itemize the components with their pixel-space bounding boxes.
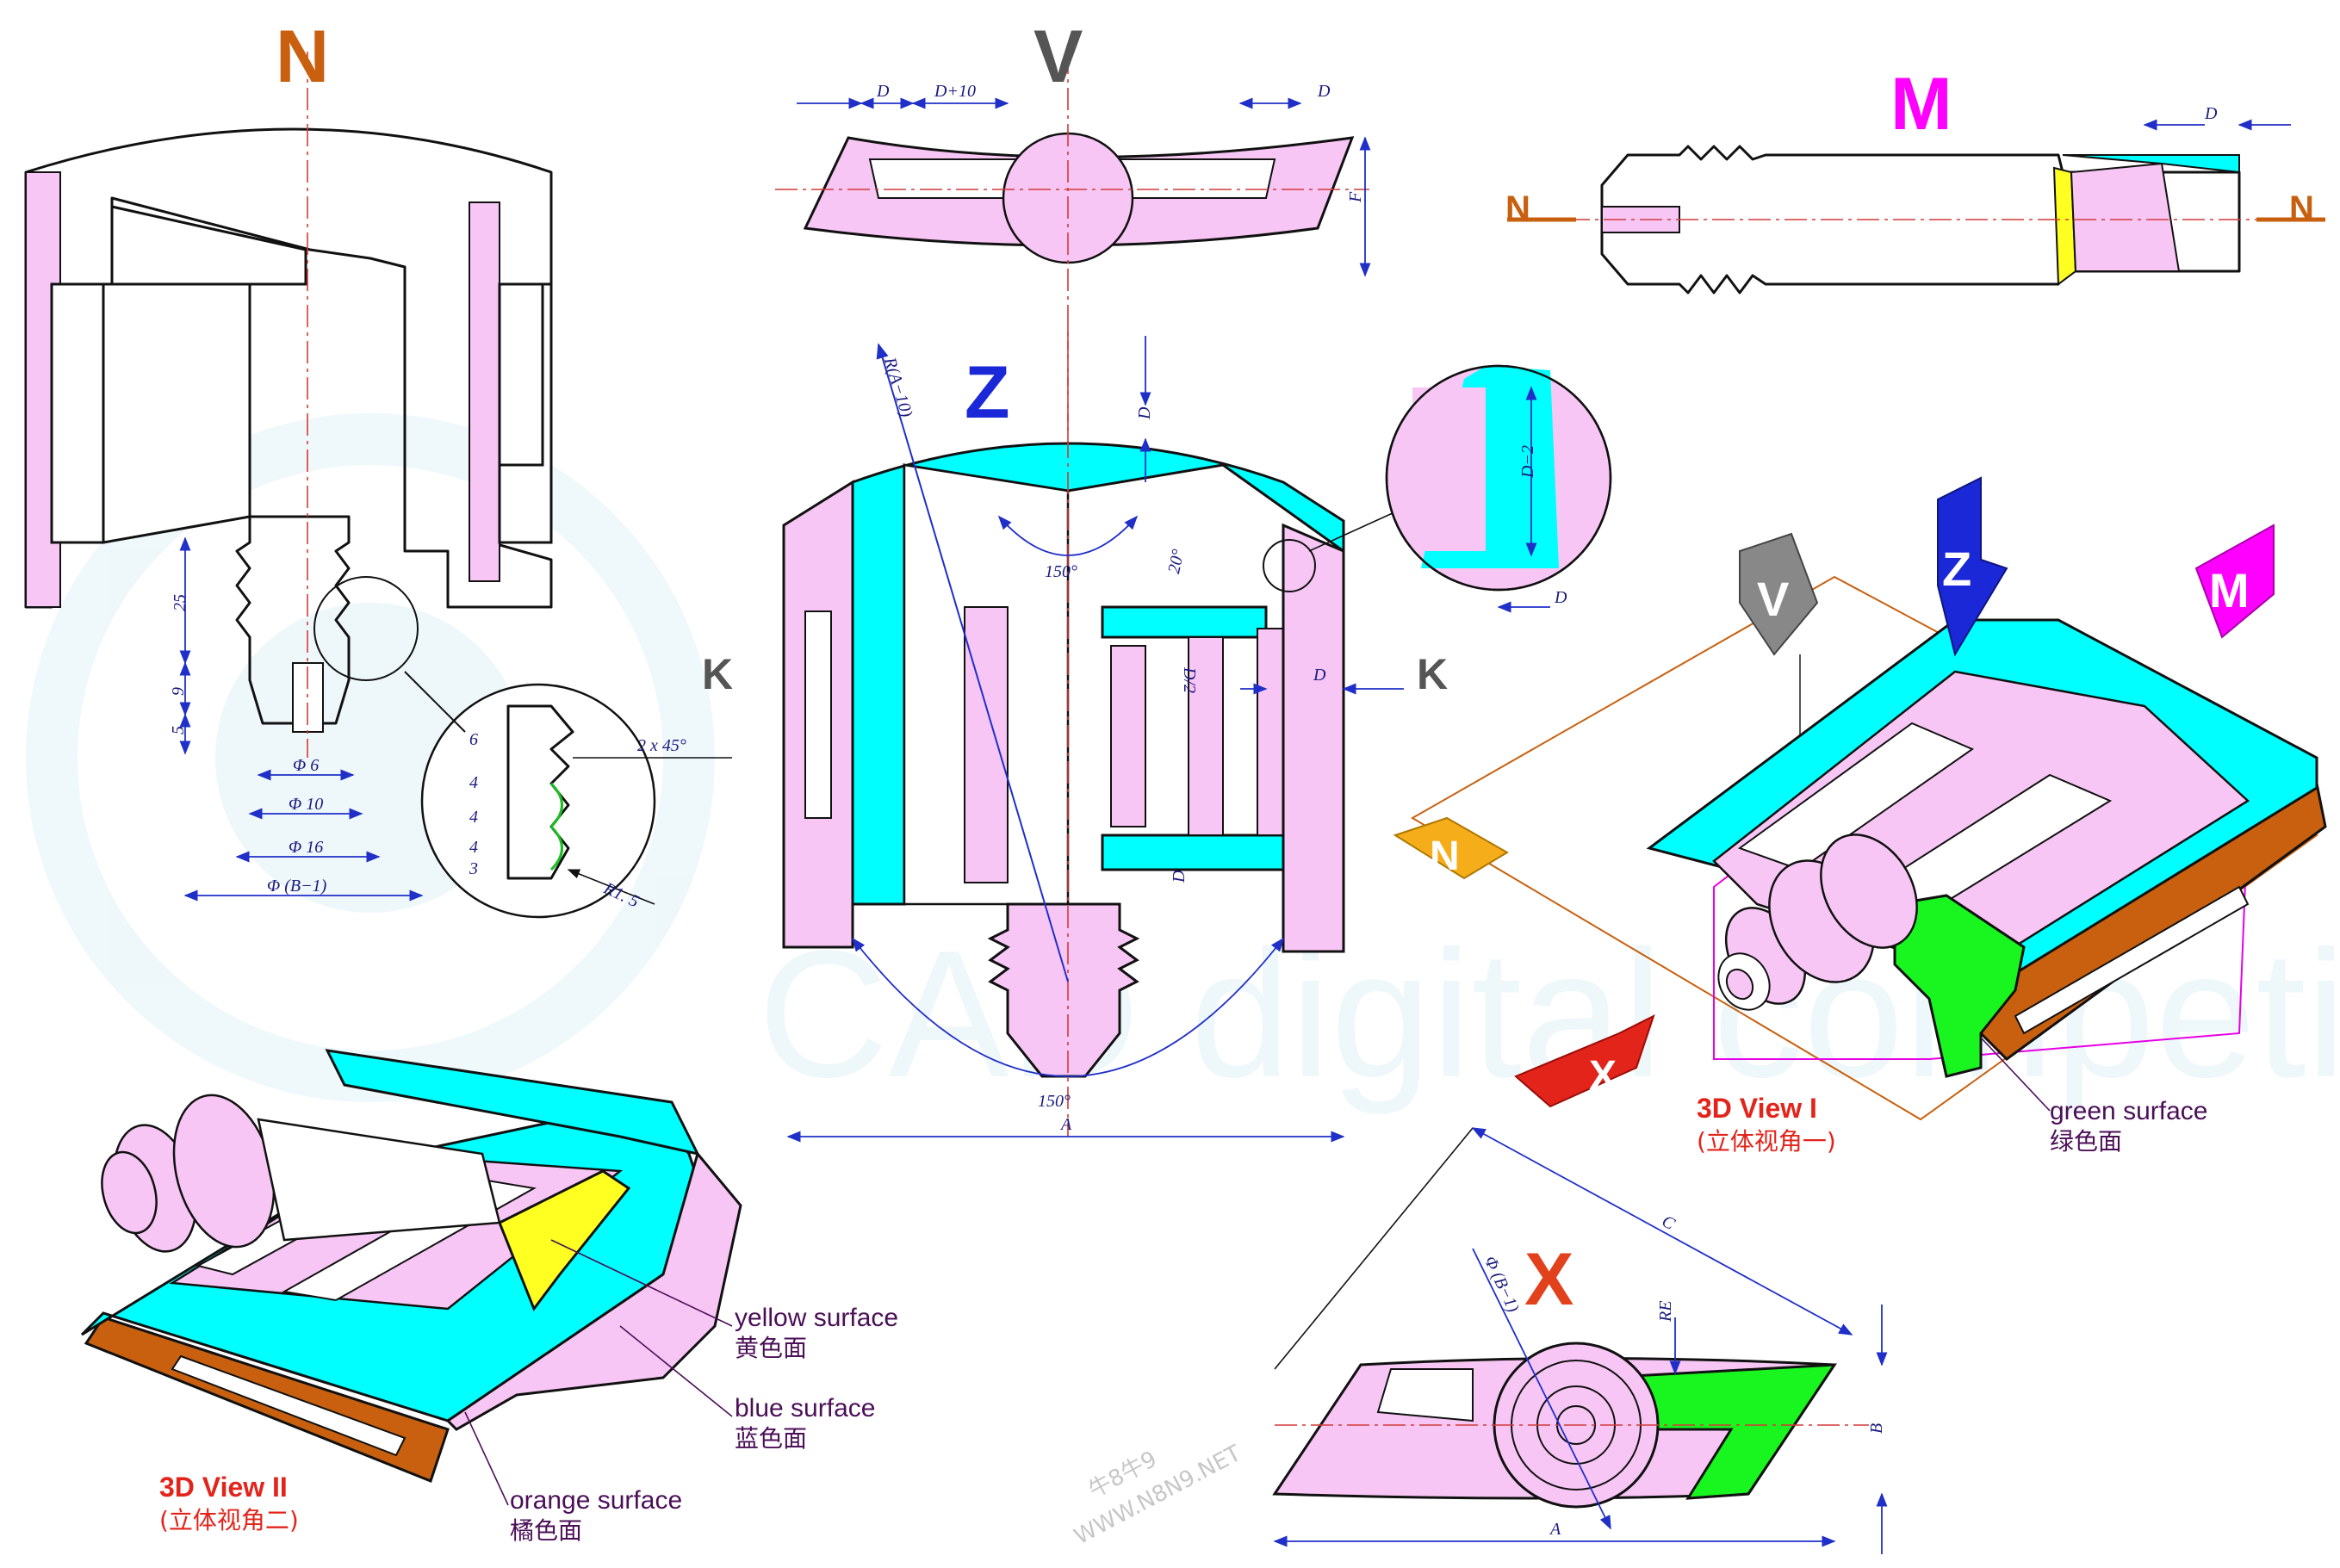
dim-x-dia: Φ (B−1): [1480, 1253, 1523, 1315]
dim-dia-6: Φ 6: [293, 756, 319, 775]
dim-z-d2: D/2: [1180, 666, 1199, 693]
view-v-section: V D D+10 D F: [775, 15, 1371, 482]
caption-blue: blue surface: [735, 1394, 875, 1422]
dim-v-d2: D: [1317, 82, 1331, 101]
dim-z-radius: R(A−10): [880, 355, 916, 420]
detail-dim-4c: 4: [469, 838, 478, 857]
dim-z-a: A: [1059, 1115, 1072, 1134]
z-section-arrow-left: K: [702, 650, 733, 698]
view-x-label: X: [1524, 1238, 1573, 1321]
view2-title: 3D View II: [159, 1472, 288, 1503]
iso-label-m: M: [2209, 563, 2250, 617]
site-watermark: 牛8牛9 WWW.N8N9.NET: [1071, 1441, 1246, 1550]
dim-v-d10: D+10: [934, 82, 976, 101]
iso-label-v: V: [1757, 572, 1789, 626]
caption-yellow-cn: 黄色面: [735, 1334, 807, 1362]
iso-label-x: X: [1589, 1053, 1617, 1099]
caption-green: green surface: [2050, 1097, 2207, 1125]
z-section-arrow-right: K: [1417, 650, 1448, 698]
dim-v-f: F: [1346, 191, 1365, 203]
dim-x-a: A: [1549, 1520, 1561, 1539]
view-m-label: M: [1890, 63, 1952, 146]
detail-dim-4b: 4: [469, 808, 478, 827]
dim-z-detail-d: D: [1554, 588, 1567, 607]
dim-dia-16: Φ 16: [289, 838, 323, 857]
view-z-label: Z: [965, 351, 1010, 434]
view-3d-one: V Z M N X 3D View I (立体视角一) green surfac…: [1393, 476, 2327, 1156]
dim-z-angle-20: 20°: [1164, 548, 1188, 575]
iso-label-z: Z: [1942, 542, 1971, 596]
caption-blue-cn: 蓝色面: [735, 1424, 807, 1453]
dim-m-d: D: [2204, 104, 2218, 123]
m-section-arrow-left: N: [1505, 189, 1530, 227]
caption-orange-cn: 橘色面: [510, 1516, 582, 1545]
view1-subtitle: (立体视角一): [1697, 1127, 1836, 1156]
dim-x-b: B: [1867, 1423, 1886, 1434]
view-v-label: V: [1033, 15, 1083, 98]
dim-z-d-lower: D: [1170, 870, 1189, 883]
dim-v-d1: D: [876, 82, 890, 101]
view-n-label: N: [276, 15, 329, 98]
iso-label-n: N: [1430, 834, 1460, 879]
m-section-arrow-right: N: [2289, 189, 2314, 227]
dim-5: 5: [169, 726, 188, 734]
dim-z-angle-150a: 150°: [1045, 562, 1077, 581]
dim-z-d-right: D: [1313, 666, 1326, 685]
view-m-section: M D N N: [1505, 63, 2325, 294]
view-x-section: X C RE Φ (B−1) B A: [1272, 1127, 1888, 1554]
detail-dim-4a: 4: [469, 773, 478, 792]
view1-title: 3D View I: [1697, 1093, 1817, 1124]
dim-z-detail-d2: D−2: [1518, 445, 1537, 479]
dim-25: 25: [171, 594, 189, 611]
detail-dim-3: 3: [469, 859, 478, 878]
view-n-section: N 25 9 5 Φ 6 Φ 10 Φ 16 Φ (B−1) 6 4 4 4 3…: [24, 15, 732, 919]
view-z-section: Z R(A−10) D 150° 20° D/2 D D 150° A K K …: [702, 327, 1612, 1143]
view-3d-two: 3D View II (立体视角二) yellow surface 黄色面 bl…: [80, 1049, 898, 1545]
detail-dim-6: 6: [469, 730, 478, 749]
view2-subtitle: (立体视角二): [159, 1506, 299, 1534]
dim-dia-b1: Φ (B−1): [267, 877, 327, 896]
dim-z-d-top: D: [1135, 406, 1154, 420]
dim-x-re: RE: [1656, 1301, 1675, 1323]
caption-orange: orange surface: [510, 1486, 682, 1515]
dim-z-angle-150b: 150°: [1038, 1092, 1071, 1111]
dim-9: 9: [169, 687, 188, 696]
dim-dia-10: Φ 10: [289, 795, 323, 814]
detail-chamfer: 2 x 45°: [637, 736, 686, 755]
caption-yellow: yellow surface: [735, 1304, 898, 1332]
caption-green-cn: 绿色面: [2050, 1127, 2122, 1156]
